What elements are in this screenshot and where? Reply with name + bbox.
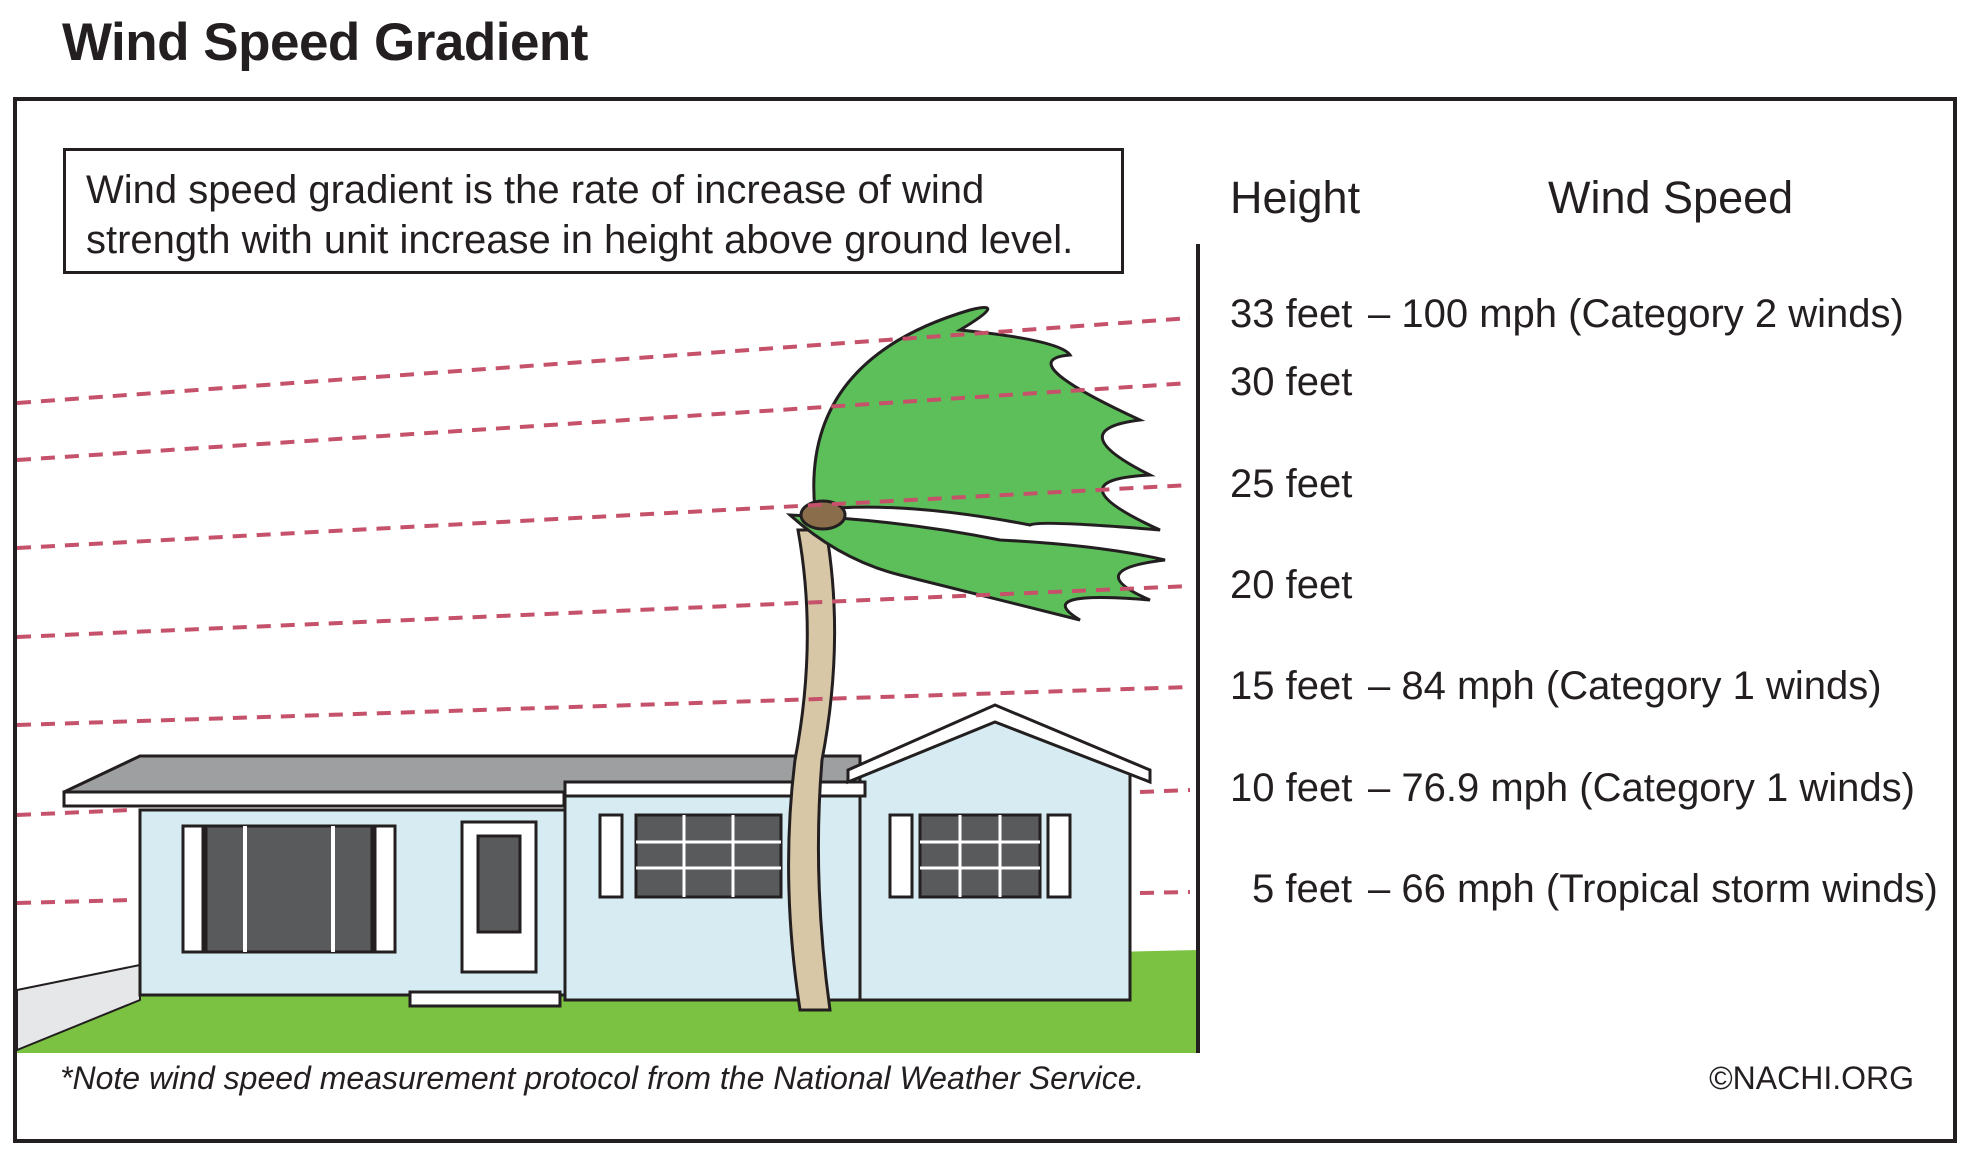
- door-glass: [476, 834, 522, 934]
- front-step: [408, 990, 562, 1008]
- right-window-shutter-b: [1046, 813, 1072, 899]
- house: [62, 703, 1152, 1008]
- copyright-notice: ©NACHI.ORG: [1709, 1060, 1914, 1096]
- height-value: 25 feet: [1230, 462, 1353, 506]
- roof-gable: [846, 703, 1152, 785]
- height-value: 5 feet: [1252, 867, 1353, 911]
- palm-fronds-lower: [785, 513, 1166, 622]
- speed-value: – 76.9 mph (Category 1 winds): [1368, 766, 1915, 810]
- left-window: [204, 824, 374, 954]
- height-value: 33 feet: [1230, 292, 1353, 336]
- middle-window: [634, 813, 783, 899]
- palm-crown: [799, 499, 847, 531]
- footnote: *Note wind speed measurement protocol fr…: [60, 1060, 1145, 1096]
- height-value: 20 feet: [1230, 563, 1353, 607]
- left-window-shutter-a: [181, 824, 205, 954]
- roof-fascia-middle: [563, 780, 867, 798]
- height-value: 30 feet: [1230, 360, 1353, 404]
- page-title: Wind Speed Gradient: [62, 13, 588, 72]
- definition-box: Wind speed gradient is the rate of incre…: [63, 148, 1124, 274]
- height-line-10ft: [16, 808, 131, 817]
- palm-tree: [785, 306, 1166, 1012]
- height-line-33ft: [16, 316, 1191, 405]
- height-column-header: Height: [1230, 172, 1361, 223]
- right-window-shutter-a: [888, 813, 914, 899]
- speed-value: – 66 mph (Tropical storm winds): [1368, 867, 1938, 911]
- height-line-5ft: [16, 898, 131, 905]
- height-line-15ft: [16, 685, 1191, 727]
- middle-window-shutter-a: [598, 813, 624, 899]
- roof-fascia-left: [62, 790, 566, 808]
- right-window: [918, 813, 1042, 899]
- height-line-25ft: [16, 483, 1191, 550]
- walkway: [16, 963, 141, 1052]
- speed-column-header: Wind Speed: [1548, 172, 1794, 223]
- height-line-20ft: [16, 584, 1191, 639]
- palm-fronds-upper: [812, 306, 1161, 532]
- height-line-30ft: [16, 381, 1191, 462]
- height-value: 15 feet: [1230, 664, 1353, 708]
- palm-trunk: [787, 528, 837, 1012]
- height-value: 10 feet: [1230, 766, 1353, 810]
- speed-value: – 84 mph (Category 1 winds): [1368, 664, 1882, 708]
- diagram-frame: [13, 97, 1957, 1143]
- height-line-10ft-right: [1139, 788, 1191, 794]
- height-lines: [16, 316, 1191, 905]
- height-line-5ft-right: [1139, 890, 1191, 895]
- left-window-shutter-b: [373, 824, 397, 954]
- speed-value: – 100 mph (Category 2 winds): [1368, 292, 1904, 336]
